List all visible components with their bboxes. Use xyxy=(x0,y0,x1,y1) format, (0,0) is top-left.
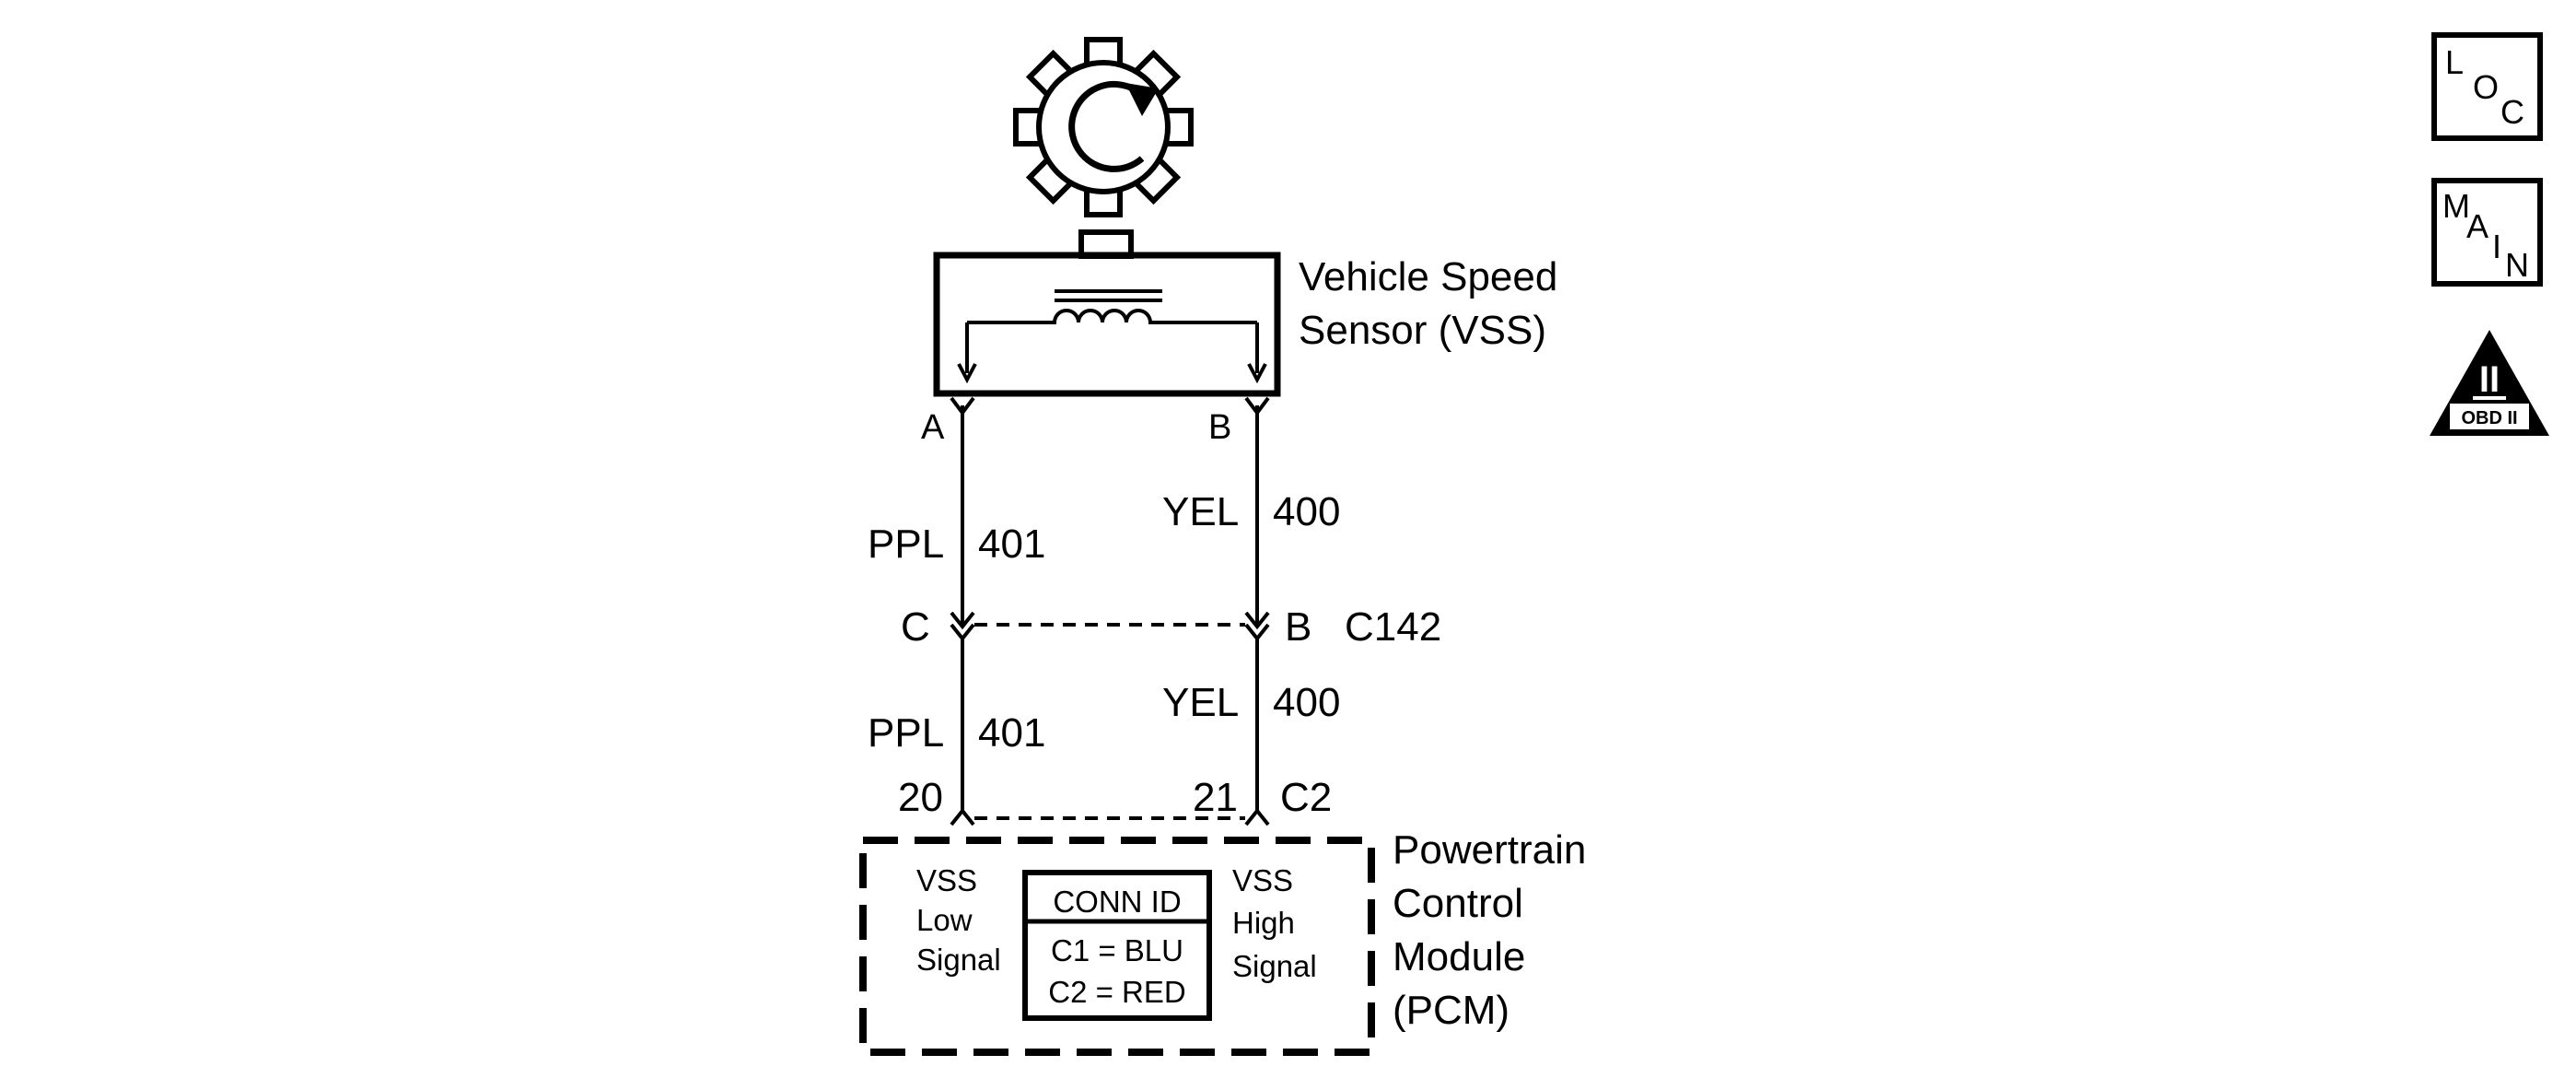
pcm-label-line1: Powertrain xyxy=(1393,827,1586,873)
right-signal-line2: High xyxy=(1232,906,1295,940)
lower-left-wire-color: PPL xyxy=(868,710,944,756)
lower-left-wire-circuit: 401 xyxy=(978,710,1045,756)
right-signal-line3: Signal xyxy=(1232,949,1317,983)
loc-button[interactable]: L O C xyxy=(2431,32,2543,141)
left-signal-line3: Signal xyxy=(916,943,1001,977)
conn-id-table: CONN ID C1 = BLU C2 = RED xyxy=(1022,870,1212,1021)
terminal-a-label: A xyxy=(921,408,945,447)
vss-label-line1: Vehicle Speed xyxy=(1299,254,1557,299)
reluctor-wheel-icon xyxy=(1013,37,1194,217)
main-letter-n: N xyxy=(2505,246,2529,284)
loc-letter-l: L xyxy=(2445,43,2464,81)
right-signal-line1: VSS xyxy=(1232,863,1293,897)
terminal-b-label: B xyxy=(1208,408,1231,447)
conn-id-row1: C1 = BLU xyxy=(1051,933,1183,967)
main-button[interactable]: M A I N xyxy=(2431,178,2543,287)
c142-left-terminal: C xyxy=(901,604,930,650)
upper-wires xyxy=(961,405,1259,625)
upper-right-wire-color: YEL xyxy=(1162,489,1239,534)
loc-letter-o: O xyxy=(2473,68,2499,106)
pcm-label-line3: Module xyxy=(1393,934,1525,979)
pcm-label-line4: (PCM) xyxy=(1393,988,1509,1033)
main-letter-a: A xyxy=(2466,207,2489,245)
main-letter-m: M xyxy=(2442,187,2470,225)
conn-id-row2: C2 = RED xyxy=(1048,975,1185,1009)
pcm-pin-20: 20 xyxy=(898,775,943,820)
upper-left-wire-color: PPL xyxy=(868,522,944,567)
obd-numeral: II xyxy=(2479,359,2500,400)
left-signal-line2: Low xyxy=(916,903,973,937)
lower-wires xyxy=(961,639,1259,814)
pcm-pin-21: 21 xyxy=(1193,775,1238,820)
loc-letter-c: C xyxy=(2500,93,2524,131)
obd-ii-icon[interactable]: II OBD II xyxy=(2430,330,2549,436)
lower-right-wire-circuit: 400 xyxy=(1273,680,1340,725)
vss-label-line2: Sensor (VSS) xyxy=(1299,308,1546,353)
pcm-connector-label: C2 xyxy=(1280,775,1332,820)
lower-right-wire-color: YEL xyxy=(1162,680,1239,725)
pcm-connector-c2 xyxy=(950,807,1270,826)
left-signal-line1: VSS xyxy=(916,863,977,897)
c142-right-terminal: B xyxy=(1285,604,1311,650)
c142-label: C142 xyxy=(1345,604,1441,650)
conn-id-header: CONN ID xyxy=(1053,885,1181,919)
pcm-label-line2: Control xyxy=(1393,881,1523,926)
connector-c142 xyxy=(950,611,1270,642)
vss-sensor-body xyxy=(933,229,1281,397)
upper-right-wire-circuit: 400 xyxy=(1273,489,1340,534)
upper-left-wire-circuit: 401 xyxy=(978,522,1045,567)
main-letter-i: I xyxy=(2492,228,2501,265)
obd-label: OBD II xyxy=(2461,408,2517,428)
